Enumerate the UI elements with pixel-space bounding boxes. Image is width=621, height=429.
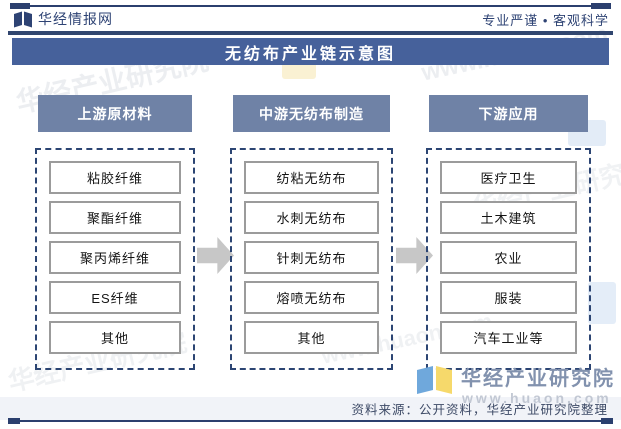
flow-arrow-icon [197,237,234,274]
column-group-midstream: 纺粘无纺布 水刺无纺布 针刺无纺布 熔喷无纺布 其他 [230,148,393,370]
column-midstream: 中游无纺布制造 纺粘无纺布 水刺无纺布 针刺无纺布 熔喷无纺布 其他 [230,95,393,370]
top-accent-line [10,5,611,7]
institute-book-icon [417,366,452,394]
column-group-upstream: 粘胶纤维 聚酯纤维 聚丙烯纤维 ES纤维 其他 [35,148,195,370]
brand-slogan: 专业严谨 • 客观科学 [482,12,609,28]
item-spunlace-nonwoven: 水刺无纺布 [244,201,379,234]
item-meltblown-nonwoven: 熔喷无纺布 [244,281,379,314]
header-separator-line [8,31,613,35]
line-cap [10,3,30,9]
column-header-downstream: 下游应用 [429,95,588,132]
institute-logo: 华经产业研究院 [416,366,615,394]
item-spunbond-nonwoven: 纺粘无纺布 [244,161,379,194]
item-agriculture: 农业 [440,241,577,274]
item-viscose-fiber: 粘胶纤维 [49,161,181,194]
column-upstream: 上游原材料 粘胶纤维 聚酯纤维 聚丙烯纤维 ES纤维 其他 [35,95,195,370]
item-medical-hygiene: 医疗卫生 [440,161,577,194]
site-header: 华经情报网 专业严谨 • 客观科学 [14,9,609,29]
column-group-downstream: 医疗卫生 土木建筑 农业 服装 汽车工业等 [426,148,591,370]
item-upstream-other: 其他 [49,321,181,354]
institute-website: www.huaon.com [462,390,612,406]
item-civil-construction: 土木建筑 [440,201,577,234]
item-automotive-etc: 汽车工业等 [440,321,577,354]
data-source-note: 资料来源：公开资料，华经产业研究院整理 [351,403,608,417]
item-needlepunch-nonwoven: 针刺无纺布 [244,241,379,274]
item-midstream-other: 其他 [244,321,379,354]
item-polypropylene-fiber: 聚丙烯纤维 [49,241,181,274]
bottom-accent-line [8,420,613,422]
line-cap [8,418,20,424]
brand-book-icon [14,11,32,27]
diagram-title: 无纺布产业链示意图 [12,38,609,65]
item-polyester-fiber: 聚酯纤维 [49,201,181,234]
item-es-fiber: ES纤维 [49,281,181,314]
column-header-upstream: 上游原材料 [38,95,192,132]
item-apparel: 服装 [440,281,577,314]
institute-logo-text: 华经产业研究院 [461,368,615,390]
watermark-patch [588,282,616,324]
column-header-midstream: 中游无纺布制造 [233,95,390,132]
brand-name: 华经情报网 [38,11,113,27]
line-cap [601,418,613,424]
column-downstream: 下游应用 医疗卫生 土木建筑 农业 服装 汽车工业等 [426,95,591,370]
footer-strip: 资料来源：公开资料，华经产业研究院整理 [0,397,621,420]
line-cap [591,3,611,9]
